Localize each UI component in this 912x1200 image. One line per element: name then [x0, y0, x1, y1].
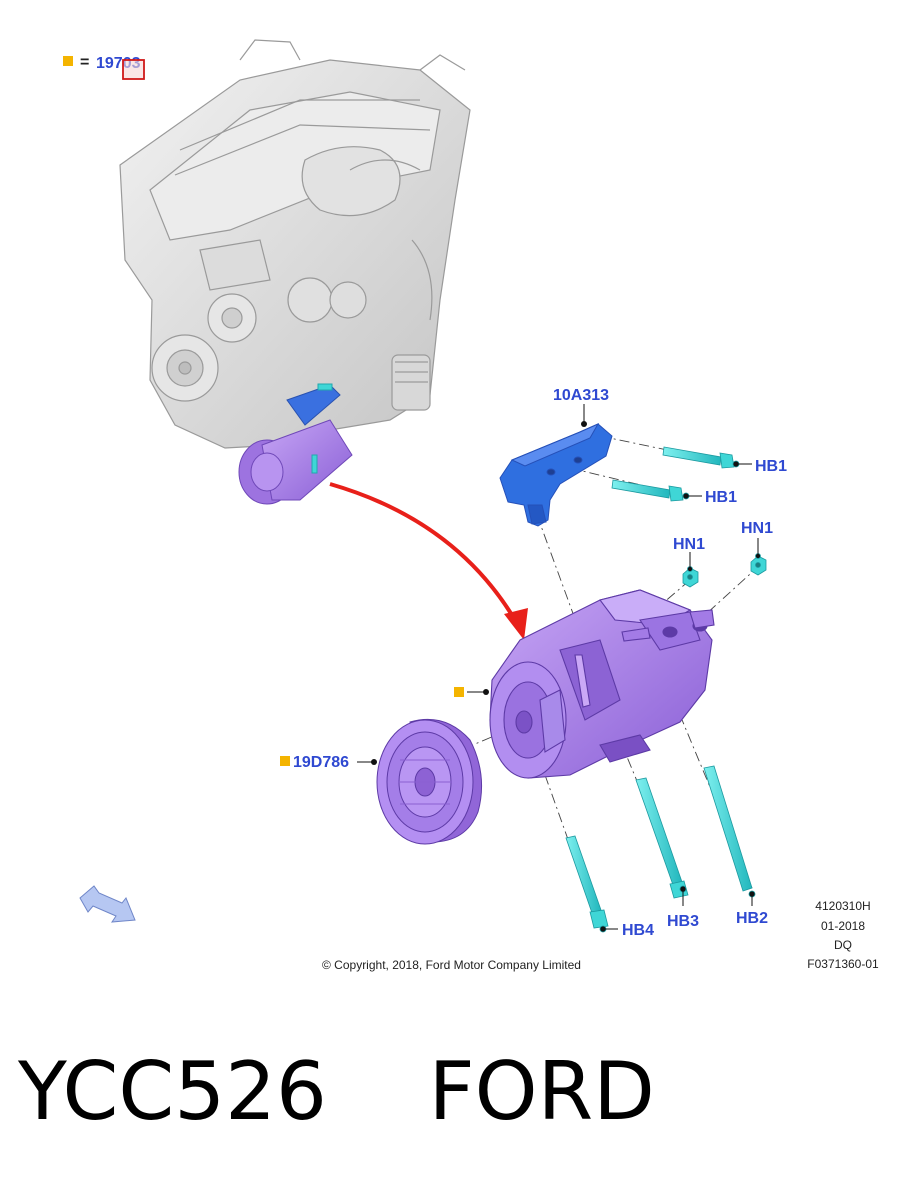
callout-hb1-upper[interactable]: HB1	[755, 458, 787, 475]
callout-hn1-left[interactable]: HN1	[673, 536, 705, 553]
bolt-hb3[interactable]	[635, 777, 689, 899]
callout-10a313[interactable]: 10A313	[553, 387, 609, 404]
meta-line-3: DQ	[834, 938, 852, 952]
compressor-pulley-19d786[interactable]	[376, 718, 483, 845]
square-marker-icon	[63, 56, 73, 66]
callout-hb3[interactable]: HB3	[667, 913, 699, 930]
detail-arrow	[329, 482, 528, 640]
compressor-installed	[238, 383, 353, 505]
callout-hn1-right[interactable]: HN1	[741, 520, 773, 537]
callout-hb1-lower[interactable]: HB1	[705, 489, 737, 506]
copyright-notice: © Copyright, 2018, Ford Motor Company Li…	[322, 958, 581, 972]
square-marker-icon	[280, 756, 290, 766]
legend: = 19703	[63, 54, 145, 80]
bolt-hb1-lower[interactable]	[611, 479, 690, 502]
callout-labels: 10A313 HB1 HB1 HN1 HN1 19D786 HB2 HB3 HB…	[293, 387, 787, 939]
nut-hn1-left[interactable]	[682, 566, 699, 588]
engine-assembly	[119, 39, 471, 449]
bolt-hb2[interactable]	[703, 765, 756, 898]
exploded-parts-diagram: = 19703	[63, 39, 879, 972]
bolt-hb1-upper[interactable]	[662, 446, 740, 469]
part-caption: YCC526 FORD	[18, 1045, 655, 1138]
meta-line-4: F0371360-01	[807, 957, 879, 971]
ac-compressor[interactable]	[489, 589, 715, 779]
legend-equals: =	[80, 54, 89, 71]
nut-hn1-right[interactable]	[750, 553, 767, 576]
orientation-arrow-icon	[79, 885, 136, 923]
callout-19d786[interactable]: 19D786	[293, 754, 349, 771]
callout-hb4[interactable]: HB4	[622, 922, 654, 939]
square-marker-icon	[454, 687, 464, 697]
leader-dots	[371, 421, 587, 765]
hotspot-highlight[interactable]	[122, 59, 145, 80]
bracket-10a313[interactable]	[499, 422, 613, 527]
meta-line-1: 4120310H	[815, 899, 870, 913]
bolt-hb4[interactable]	[565, 835, 609, 933]
drawing-metadata: 4120310H 01-2018 DQ F0371360-01	[807, 899, 879, 971]
meta-line-2: 01-2018	[821, 919, 865, 933]
callout-hb2[interactable]: HB2	[736, 910, 768, 927]
